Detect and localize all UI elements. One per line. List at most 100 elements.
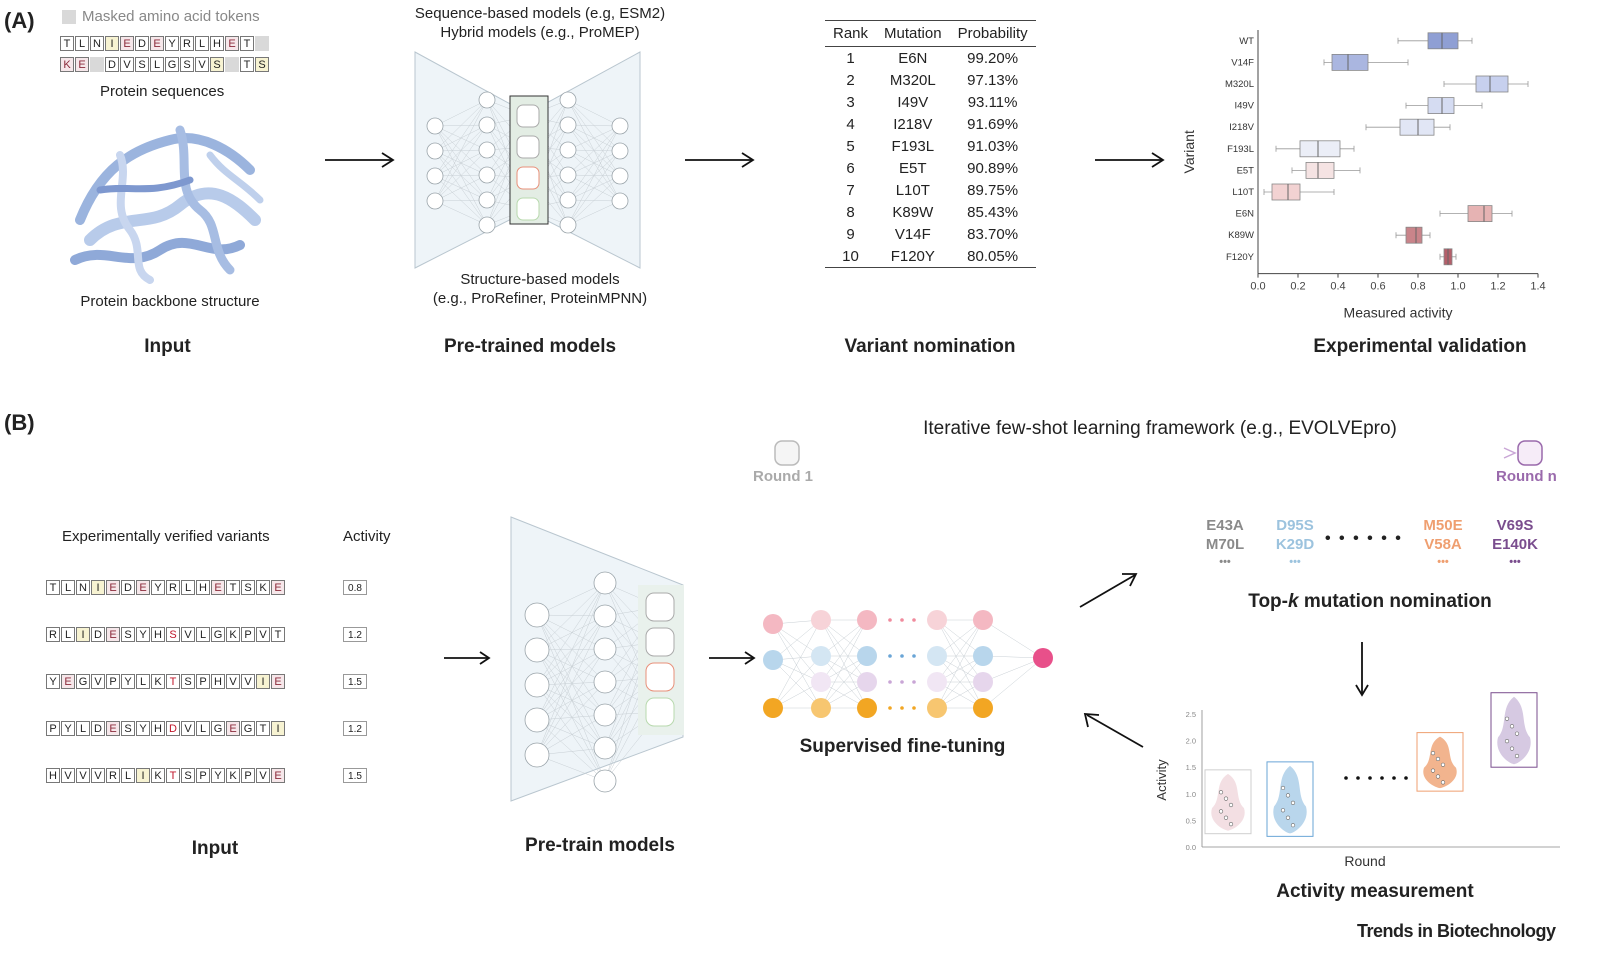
data-point bbox=[1440, 762, 1446, 767]
network-node bbox=[593, 637, 617, 661]
network-node bbox=[593, 736, 617, 760]
y-tick-label: V14F bbox=[1231, 57, 1254, 68]
network-node bbox=[927, 646, 947, 666]
round-n-icon bbox=[1517, 440, 1543, 466]
table-header-cell: Probability bbox=[949, 20, 1036, 47]
amino-acid-token: P bbox=[241, 627, 255, 642]
network-node bbox=[426, 142, 444, 160]
amino-acid-token: T bbox=[240, 36, 254, 51]
amino-acid-token: V bbox=[241, 674, 255, 689]
amino-acid-token: P bbox=[106, 674, 120, 689]
network-node bbox=[478, 91, 496, 109]
ellipsis-dot bbox=[1368, 776, 1372, 780]
data-point bbox=[1280, 808, 1286, 813]
network-node bbox=[524, 707, 550, 733]
network-node bbox=[811, 610, 831, 630]
network-node bbox=[593, 670, 617, 694]
amino-acid-token: Y bbox=[136, 627, 150, 642]
table-cell: M320L bbox=[889, 71, 936, 89]
amino-acid-token: T bbox=[226, 580, 240, 595]
amino-acid-token: K bbox=[151, 768, 165, 783]
amino-acid-token: Y bbox=[165, 36, 179, 51]
network-node bbox=[927, 698, 947, 718]
network-node bbox=[559, 216, 577, 234]
box bbox=[1399, 118, 1435, 136]
amino-acid-token: S bbox=[121, 721, 135, 736]
network-node bbox=[927, 610, 947, 630]
amino-acid-token: Y bbox=[151, 580, 165, 595]
data-point bbox=[1218, 809, 1224, 814]
protein-structure-image bbox=[70, 125, 264, 284]
network-node bbox=[811, 646, 831, 666]
network-node bbox=[478, 216, 496, 234]
violin-shape bbox=[1273, 765, 1307, 834]
amino-acid-token: T bbox=[60, 36, 74, 51]
mutation-label: E140K bbox=[1492, 536, 1538, 553]
amino-acid-token: I bbox=[271, 721, 285, 736]
amino-acid-token: V bbox=[91, 674, 105, 689]
panel-a-label: (A) bbox=[4, 8, 35, 33]
y-tick-label: K89W bbox=[1228, 230, 1254, 241]
network-node bbox=[478, 141, 496, 159]
topk-k: k bbox=[1288, 591, 1299, 612]
ellipsis-dot bbox=[888, 706, 892, 710]
amino-acid-token: V bbox=[226, 674, 240, 689]
data-point bbox=[1504, 716, 1510, 721]
network-node bbox=[763, 650, 783, 670]
amino-acid-token: D bbox=[121, 580, 135, 595]
box bbox=[1331, 54, 1369, 71]
y-tick-label: 1.5 bbox=[1186, 763, 1196, 772]
network-node bbox=[426, 117, 444, 135]
amino-acid-token: G bbox=[241, 721, 255, 736]
network-node bbox=[559, 191, 577, 209]
protein-sequences-caption: Protein sequences bbox=[100, 83, 225, 100]
amino-acid-token: I bbox=[105, 36, 119, 51]
x-tick-label: 0.6 bbox=[1370, 281, 1385, 293]
mutation-label: V58A bbox=[1424, 536, 1462, 553]
network-node bbox=[559, 166, 577, 184]
data-point bbox=[1223, 796, 1229, 801]
amino-acid-token: V bbox=[91, 768, 105, 783]
y-tick-label: 0.0 bbox=[1186, 843, 1196, 852]
activity-value: 1.2 bbox=[343, 627, 367, 642]
amino-acid-token: L bbox=[61, 580, 75, 595]
stage-topk-b: Top-k mutation nomination bbox=[1220, 591, 1520, 613]
amino-acid-token: V bbox=[181, 721, 195, 736]
amino-acid-token: P bbox=[241, 768, 255, 783]
mutations-ellipsis: • • • • • • bbox=[1325, 530, 1403, 547]
network-node bbox=[478, 166, 496, 184]
network-node bbox=[559, 91, 577, 109]
amino-acid-token: S bbox=[180, 57, 194, 72]
stage-validation-a: Experimental validation bbox=[1313, 336, 1527, 357]
violin-shape bbox=[1497, 696, 1531, 765]
amino-acid-token: N bbox=[76, 580, 90, 595]
latent-node bbox=[516, 166, 540, 190]
amino-acid-token: E bbox=[136, 580, 150, 595]
network-node bbox=[927, 672, 947, 692]
arrow-back-to-finetune bbox=[1083, 713, 1144, 748]
amino-acid-token: V bbox=[256, 768, 270, 783]
amino-acid-token: E bbox=[120, 36, 134, 51]
network-node bbox=[973, 646, 993, 666]
amino-acid-token: Y bbox=[46, 674, 60, 689]
y-tick-label: F120Y bbox=[1226, 252, 1255, 263]
data-point bbox=[1218, 790, 1224, 795]
pretrain-network-b bbox=[510, 516, 684, 802]
round-box bbox=[1416, 732, 1464, 792]
table-cell: E5T bbox=[899, 159, 927, 177]
amino-acid-token: S bbox=[135, 57, 149, 72]
verified-variants-header: Experimentally verified variants bbox=[62, 528, 270, 545]
box bbox=[1271, 183, 1301, 201]
round-1-label: Round 1 bbox=[753, 468, 813, 485]
y-tick-label: F193L bbox=[1227, 144, 1254, 155]
y-tick-label: I218V bbox=[1229, 122, 1254, 133]
table-cell: F120Y bbox=[876, 245, 950, 268]
masked-legend-label: Masked amino acid tokens bbox=[82, 8, 260, 25]
stage-input-a: Input bbox=[144, 336, 191, 357]
